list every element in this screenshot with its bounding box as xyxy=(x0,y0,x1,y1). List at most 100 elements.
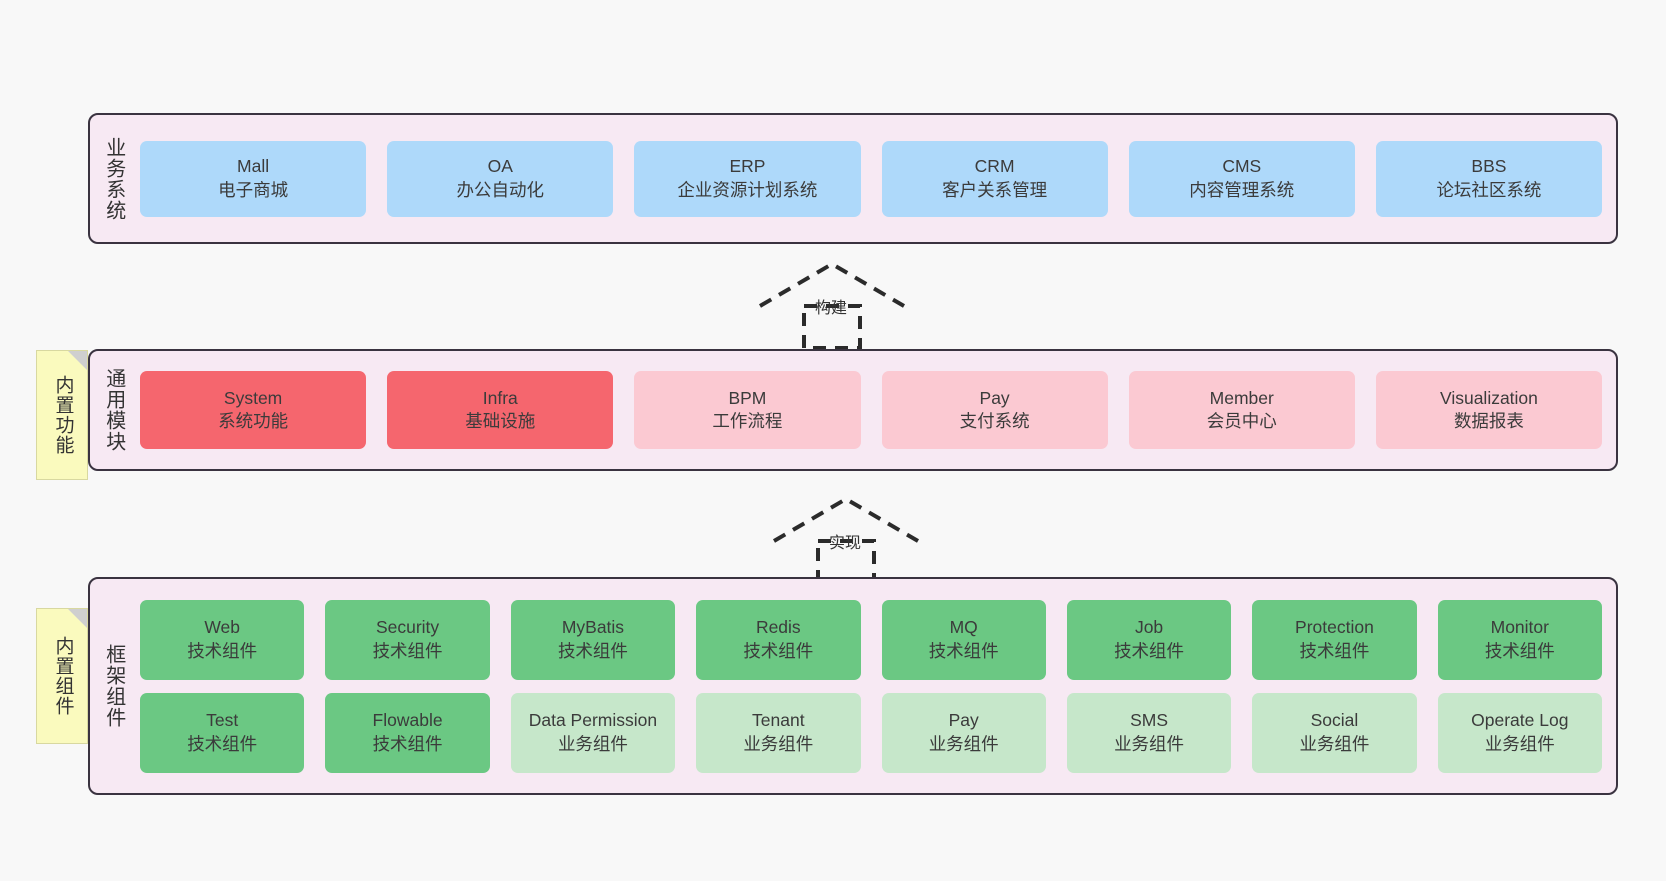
node-bbs-en: BBS xyxy=(1471,156,1507,177)
node-mybatis-cn: 技术组件 xyxy=(557,640,628,661)
framework-row-technical: Web 技术组件 Security 技术组件 MyBatis 技术组件 Redi… xyxy=(140,599,1602,680)
node-operate-log-cn: 业务组件 xyxy=(1484,733,1555,754)
node-mq[interactable]: MQ 技术组件 xyxy=(881,599,1046,680)
node-redis-cn: 技术组件 xyxy=(743,640,814,661)
node-system-cn: 系统功能 xyxy=(218,411,289,431)
node-member[interactable]: Member 会员中心 xyxy=(1128,371,1355,449)
node-protection-en: Protection xyxy=(1295,617,1374,638)
node-monitor-en: Monitor xyxy=(1490,617,1549,638)
node-test-en: Test xyxy=(206,710,239,731)
node-system[interactable]: System 系统功能 xyxy=(140,371,367,449)
node-pay-module-cn: 支付系统 xyxy=(959,411,1030,431)
sticky-note-builtin-features-label: 内置功能 xyxy=(52,375,74,455)
node-infra[interactable]: Infra 基础设施 xyxy=(387,371,614,449)
node-erp-cn: 企业资源计划系统 xyxy=(677,179,818,200)
node-mall-en: Mall xyxy=(237,156,270,177)
node-pay-module[interactable]: Pay 支付系统 xyxy=(881,371,1108,449)
sticky-fold-icon xyxy=(68,609,87,628)
layer-framework-components: 框架组件 Web 技术组件 Security 技术组件 MyBatis 技术组件… xyxy=(88,577,1618,795)
sticky-note-builtin-components: 内置组件 xyxy=(36,608,88,744)
node-cms[interactable]: CMS 内容管理系统 xyxy=(1128,140,1355,217)
node-cms-en: CMS xyxy=(1222,156,1262,177)
node-security[interactable]: Security 技术组件 xyxy=(325,599,490,680)
node-tenant-en: Tenant xyxy=(752,710,805,731)
node-pay-module-en: Pay xyxy=(979,387,1010,408)
node-job-en: Job xyxy=(1134,617,1164,638)
node-web-en: Web xyxy=(204,617,241,638)
connector-build-label: 构建 xyxy=(815,300,848,317)
node-pay-component-en: Pay xyxy=(948,710,979,731)
node-bpm-cn: 工作流程 xyxy=(712,411,783,431)
node-monitor[interactable]: Monitor 技术组件 xyxy=(1437,599,1602,680)
node-visualization[interactable]: Visualization 数据报表 xyxy=(1375,371,1603,449)
node-security-cn: 技术组件 xyxy=(372,640,443,661)
node-job-cn: 技术组件 xyxy=(1114,640,1185,661)
layer-body-common: System 系统功能 Infra 基础设施 BPM 工作流程 Pay 支付系统… xyxy=(136,351,1616,469)
build-arrowhead xyxy=(758,261,906,308)
layer-title-framework: 框架组件 xyxy=(102,644,125,728)
node-bbs-cn: 论坛社区系统 xyxy=(1436,179,1542,200)
node-web[interactable]: Web 技术组件 xyxy=(140,599,305,680)
node-test[interactable]: Test 技术组件 xyxy=(140,692,305,773)
node-mybatis[interactable]: MyBatis 技术组件 xyxy=(510,599,676,680)
node-social[interactable]: Social 业务组件 xyxy=(1252,692,1417,773)
node-flowable[interactable]: Flowable 技术组件 xyxy=(325,692,490,773)
node-redis[interactable]: Redis 技术组件 xyxy=(696,599,861,680)
node-web-cn: 技术组件 xyxy=(187,640,258,661)
node-crm[interactable]: CRM 客户关系管理 xyxy=(881,140,1108,217)
node-pay-component[interactable]: Pay 业务组件 xyxy=(881,692,1046,773)
node-flowable-en: Flowable xyxy=(372,710,443,731)
node-crm-cn: 客户关系管理 xyxy=(942,179,1048,200)
node-visualization-cn: 数据报表 xyxy=(1453,411,1524,431)
node-member-en: Member xyxy=(1209,387,1274,408)
node-flowable-cn: 技术组件 xyxy=(372,733,443,754)
node-member-cn: 会员中心 xyxy=(1206,411,1277,431)
layer-business-systems: 业务系统 Mall 电子商城 OA 办公自动化 ERP 企业资源计划系统 CRM… xyxy=(88,113,1618,244)
node-protection-cn: 技术组件 xyxy=(1299,640,1370,661)
node-redis-en: Redis xyxy=(755,617,801,638)
sticky-note-builtin-features: 内置功能 xyxy=(36,350,88,480)
node-data-permission-cn: 业务组件 xyxy=(557,733,628,754)
node-tenant[interactable]: Tenant 业务组件 xyxy=(696,692,861,773)
node-infra-en: Infra xyxy=(482,387,518,408)
node-cms-cn: 内容管理系统 xyxy=(1189,179,1295,200)
node-operate-log[interactable]: Operate Log 业务组件 xyxy=(1437,692,1602,773)
node-mybatis-en: MyBatis xyxy=(561,617,625,638)
node-job[interactable]: Job 技术组件 xyxy=(1066,599,1232,680)
node-sms-en: SMS xyxy=(1130,710,1169,731)
sticky-note-builtin-components-label: 内置组件 xyxy=(52,636,74,716)
layer-body-framework: Web 技术组件 Security 技术组件 MyBatis 技术组件 Redi… xyxy=(136,579,1616,793)
node-erp[interactable]: ERP 企业资源计划系统 xyxy=(634,140,861,217)
implement-arrowhead xyxy=(772,496,920,543)
connector-implement: 实现 xyxy=(766,493,926,585)
node-mall[interactable]: Mall 电子商城 xyxy=(140,140,367,217)
node-test-cn: 技术组件 xyxy=(187,733,258,754)
node-oa[interactable]: OA 办公自动化 xyxy=(387,140,614,217)
node-oa-cn: 办公自动化 xyxy=(456,179,545,200)
node-pay-component-cn: 业务组件 xyxy=(928,733,999,754)
node-erp-en: ERP xyxy=(729,156,766,177)
node-visualization-en: Visualization xyxy=(1439,387,1538,408)
node-security-en: Security xyxy=(375,617,440,638)
node-mall-cn: 电子商城 xyxy=(218,179,289,200)
node-data-permission-en: Data Permission xyxy=(528,710,658,731)
node-data-permission[interactable]: Data Permission 业务组件 xyxy=(510,692,676,773)
node-social-cn: 业务组件 xyxy=(1299,733,1370,754)
framework-row-business: Test 技术组件 Flowable 技术组件 Data Permission … xyxy=(140,692,1602,773)
connector-implement-label: 实现 xyxy=(829,535,862,552)
node-mq-cn: 技术组件 xyxy=(928,640,999,661)
build-shaft xyxy=(802,304,862,350)
node-tenant-cn: 业务组件 xyxy=(743,733,814,754)
node-operate-log-en: Operate Log xyxy=(1471,710,1569,731)
node-bpm[interactable]: BPM 工作流程 xyxy=(634,371,861,449)
layer-title-common: 通用模块 xyxy=(102,368,125,452)
node-sms[interactable]: SMS 业务组件 xyxy=(1066,692,1232,773)
node-protection[interactable]: Protection 技术组件 xyxy=(1252,599,1417,680)
node-infra-cn: 基础设施 xyxy=(465,411,536,431)
layer-body-business: Mall 电子商城 OA 办公自动化 ERP 企业资源计划系统 CRM 客户关系… xyxy=(136,115,1616,242)
node-bbs[interactable]: BBS 论坛社区系统 xyxy=(1375,140,1603,217)
node-oa-en: OA xyxy=(487,156,513,177)
common-row: System 系统功能 Infra 基础设施 BPM 工作流程 Pay 支付系统… xyxy=(140,371,1603,449)
node-bpm-en: BPM xyxy=(728,387,767,408)
